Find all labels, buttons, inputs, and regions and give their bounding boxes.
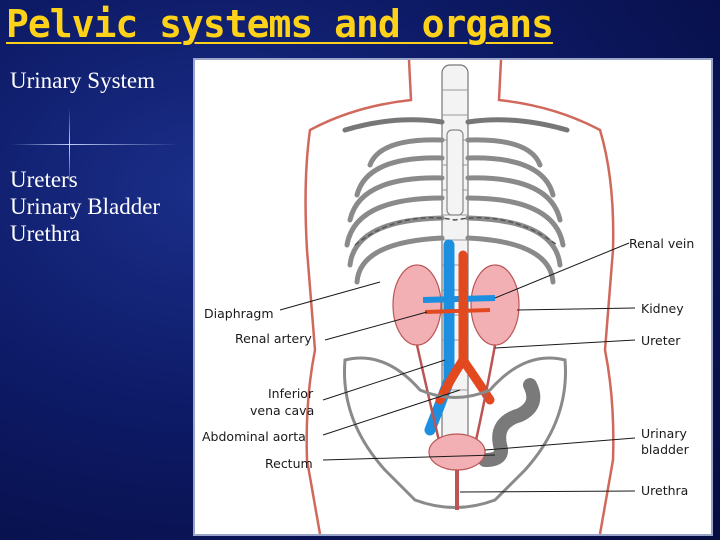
sternum (446, 129, 464, 216)
label-bladder: bladder (641, 442, 690, 457)
label-inferior: Inferior (268, 386, 314, 401)
body-outline (304, 60, 615, 534)
clavicles (342, 117, 570, 133)
right-kidney (470, 264, 520, 346)
bullet-heading: Urinary System (10, 68, 156, 93)
bullet-item-urinary-bladder: Urinary Bladder (10, 193, 161, 219)
urinary-bladder (428, 433, 486, 471)
label-diaphragm: Diaphragm (204, 306, 274, 321)
label-urethra: Urethra (641, 483, 688, 498)
colon (478, 378, 541, 467)
label-rectum: Rectum (265, 456, 313, 471)
sparkle-decoration-horizontal (10, 144, 180, 145)
renal-artery (424, 308, 491, 314)
label-abdominal-aorta: Abdominal aorta (202, 429, 306, 444)
label-renal-artery: Renal artery (235, 331, 312, 346)
label-vena-cava: vena cava (250, 403, 314, 418)
diaphragm-line (354, 217, 558, 246)
urinary-system-diagram: Renal vein Diaphragm Kidney Renal artery… (202, 60, 694, 534)
left-kidney (392, 264, 442, 346)
bullet-item-urethra: Urethra (10, 220, 81, 246)
label-renal-vein: Renal vein (629, 236, 694, 251)
bullet-list: Urinary System Ureters Urinary Bladder U… (10, 68, 195, 248)
pelvis (343, 356, 567, 509)
bullet-spacer (10, 95, 195, 167)
anatomy-figure: Renal vein Diaphragm Kidney Renal artery… (193, 58, 713, 536)
label-urinary: Urinary (641, 426, 687, 441)
leader-lines (279, 242, 636, 493)
sparkle-decoration-vertical (69, 108, 70, 188)
bullet-item-ureters: Ureters (10, 166, 78, 192)
label-ureter: Ureter (641, 333, 681, 348)
label-kidney: Kidney (641, 301, 684, 316)
slide-title: Pelvic systems and organs (6, 2, 554, 46)
